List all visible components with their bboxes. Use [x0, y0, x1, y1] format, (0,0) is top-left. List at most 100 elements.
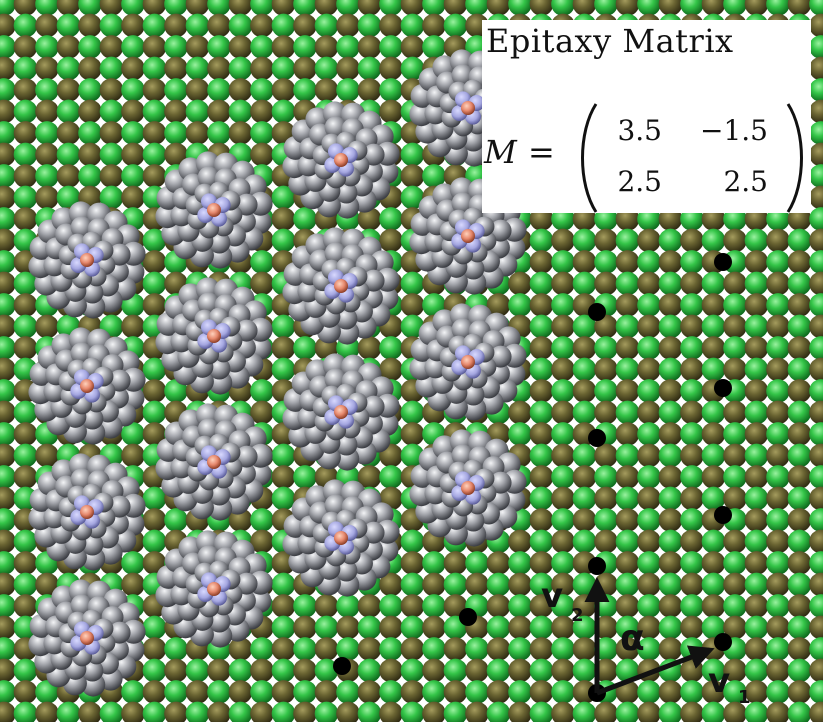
substrate-atom-green [551, 465, 575, 489]
substrate-atom-olive [529, 0, 554, 16]
substrate-atom-green [99, 185, 124, 210]
substrate-atom-green [0, 551, 16, 575]
substrate-atom-olive [0, 99, 16, 124]
substrate-atom-green [787, 701, 812, 722]
v1-subscript: 1 [738, 687, 751, 708]
substrate-atom-olive [142, 78, 167, 102]
substrate-atom-olive [658, 551, 683, 575]
substrate-atom-green [766, 637, 790, 661]
substrate-atom-green [228, 658, 253, 683]
substrate-atom-olive [78, 142, 102, 167]
substrate-atom-olive [271, 78, 296, 102]
substrate-atom-green [142, 357, 167, 382]
substrate-atom-olive [99, 164, 124, 188]
substrate-atom-green [13, 400, 38, 425]
substrate-atom-olive [357, 78, 382, 102]
substrate-atom-olive [809, 13, 823, 38]
substrate-atom-green [250, 0, 274, 16]
substrate-atom-olive [572, 465, 597, 489]
substrate-atom-olive [701, 465, 726, 489]
substrate-atom-green [121, 78, 145, 102]
substrate-atom-olive [293, 13, 317, 38]
substrate-atom-green [13, 185, 38, 210]
substrate-atom-olive [615, 422, 640, 446]
substrate-atom-green [379, 465, 403, 489]
substrate-atom-olive [271, 594, 296, 618]
adsorbed-molecule [155, 151, 273, 269]
substrate-atom-green [680, 422, 704, 446]
substrate-atom-green [508, 637, 532, 661]
substrate-atom-olive [336, 701, 360, 722]
molecule-center-atom [80, 631, 94, 645]
substrate-atom-olive [723, 529, 747, 554]
substrate-atom-olive [99, 121, 124, 145]
substrate-atom-olive [0, 271, 16, 296]
substrate-atom-green [250, 78, 274, 102]
substrate-atom-green [164, 637, 188, 661]
substrate-atom-green [0, 336, 16, 360]
substrate-atom-olive [529, 379, 554, 403]
substrate-atom-olive [35, 701, 59, 722]
substrate-atom-olive [486, 594, 511, 618]
substrate-atom-olive [658, 508, 683, 532]
lattice-markers [333, 253, 732, 702]
substrate-atom-olive [766, 357, 790, 382]
substrate-atom-green [766, 551, 790, 575]
substrate-atom-green [422, 637, 446, 661]
substrate-atom-olive [0, 658, 16, 683]
substrate-atom-olive [293, 56, 317, 81]
substrate-atom-green [13, 701, 38, 722]
substrate-atom-olive [723, 271, 747, 296]
substrate-atom-olive [293, 615, 317, 640]
substrate-atom-green [0, 293, 16, 317]
substrate-atom-green [164, 35, 188, 59]
substrate-atom-olive [314, 0, 339, 16]
substrate-atom-green [637, 508, 661, 532]
substrate-atom-green [680, 207, 704, 231]
substrate-atom-green [508, 293, 532, 317]
substrate-atom-green [56, 56, 81, 81]
substrate-atom-olive [787, 0, 812, 16]
substrate-atom-olive [809, 271, 823, 296]
substrate-atom-olive [336, 56, 360, 81]
substrate-atom-olive [723, 615, 747, 640]
substrate-atom-green [572, 228, 597, 253]
substrate-atom-green [121, 35, 145, 59]
substrate-atom-olive [35, 185, 59, 210]
substrate-atom-olive [744, 422, 769, 446]
substrate-atom-olive [0, 400, 16, 425]
substrate-atom-green [529, 357, 554, 382]
substrate-atom-green [336, 35, 360, 59]
substrate-atom-green [99, 142, 124, 167]
substrate-atom-olive [615, 594, 640, 618]
substrate-atom-green [400, 142, 425, 167]
substrate-atom-green [809, 422, 823, 446]
substrate-atom-olive [809, 228, 823, 253]
substrate-atom-olive [142, 680, 167, 704]
substrate-atom-olive [314, 78, 339, 102]
substrate-atom-green [594, 250, 618, 274]
substrate-atom-green [594, 637, 618, 661]
substrate-atom-green [529, 314, 554, 339]
substrate-atom-green [529, 658, 554, 683]
substrate-atom-olive [615, 508, 640, 532]
substrate-atom-olive [78, 99, 102, 124]
substrate-atom-olive [658, 379, 683, 403]
substrate-atom-olive [809, 185, 823, 210]
substrate-atom-green [551, 250, 575, 274]
substrate-atom-green [658, 271, 683, 296]
lattice-marker-dot [714, 506, 732, 524]
substrate-atom-green [486, 658, 511, 683]
substrate-atom-olive [615, 465, 640, 489]
substrate-atom-olive [594, 658, 618, 683]
substrate-atom-olive [766, 486, 790, 511]
substrate-atom-olive [615, 336, 640, 360]
molecule-center-atom [334, 405, 348, 419]
substrate-atom-olive [572, 637, 597, 661]
right-paren [786, 103, 803, 213]
substrate-atom-olive [207, 701, 231, 722]
substrate-atom-green [658, 615, 683, 640]
substrate-atom-green [121, 164, 145, 188]
substrate-atom-green [637, 551, 661, 575]
substrate-atom-green [314, 615, 339, 640]
